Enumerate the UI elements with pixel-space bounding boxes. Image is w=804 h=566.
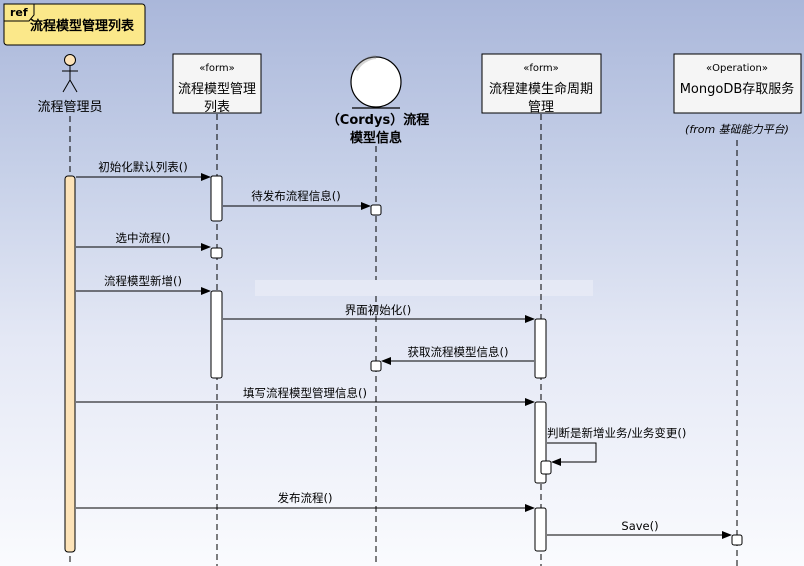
operation-from-note: (from 基础能力平台) <box>685 123 789 136</box>
actor-activation <box>64 175 76 553</box>
operation-lifeline-head: «Operation» MongoDB存取服务 (from 基础能力平台) <box>673 53 802 136</box>
form-list-activation-4 <box>210 290 223 379</box>
ref-frame: ref 流程模型管理列表 <box>3 3 146 46</box>
lifecycle-activation-3 <box>534 507 547 552</box>
message-label-m2: 待发布流程信息() <box>251 189 340 203</box>
operation-stereotype: «Operation» <box>706 63 768 74</box>
actor-icon <box>62 54 78 93</box>
actor-label: 流程管理员 <box>37 100 102 115</box>
message-label-m5: 界面初始化() <box>345 303 411 317</box>
message-label-m8: 判断是新增业务/业务变更() <box>547 426 686 440</box>
operation-label: MongoDB存取服务 <box>680 81 795 97</box>
entity-icon <box>350 55 402 109</box>
form-lifecycle-label-line2: 管理 <box>528 100 554 115</box>
form-list-label-line2: 列表 <box>204 100 230 115</box>
lifecycle-activation-self <box>540 460 552 475</box>
entity-label-line2: 模型信息 <box>350 130 402 146</box>
entity-label-line1: （Cordys）流程 <box>327 112 429 128</box>
form-list-lifeline-head: «form» 流程模型管理 列表 <box>172 53 262 115</box>
form-lifecycle-stereotype: «form» <box>523 63 559 74</box>
ref-frame-title: 流程模型管理列表 <box>30 18 135 34</box>
message-label-m1: 初始化默认列表() <box>98 160 187 174</box>
form-lifecycle-lifeline-head: «form» 流程建模生命周期 管理 <box>481 53 602 115</box>
message-label-m4: 流程模型新增() <box>104 274 182 288</box>
form-list-stereotype: «form» <box>199 63 235 74</box>
form-list-activation-3 <box>210 247 223 259</box>
message-label-m9: 发布流程() <box>278 491 333 505</box>
form-list-activation-2 <box>210 175 223 222</box>
ref-frame-tag: ref <box>10 6 28 19</box>
entity-lifeline-head: （Cordys）流程 模型信息 <box>327 55 429 146</box>
actor-lifeline-head: 流程管理员 <box>37 54 103 115</box>
entity-activation-2 <box>370 360 382 372</box>
form-list-label-line1: 流程模型管理 <box>178 82 256 97</box>
lifecycle-activation-1 <box>534 318 547 379</box>
message-arrow-m8 <box>547 442 597 466</box>
entity-activation-1 <box>370 204 382 216</box>
message-label-m10: Save() <box>621 519 658 533</box>
form-lifecycle-label-line1: 流程建模生命周期 <box>489 81 593 97</box>
message-label-m7: 填写流程模型管理信息() <box>243 386 367 400</box>
operation-activation <box>731 534 743 546</box>
message-label-m3: 选中流程() <box>116 231 171 245</box>
message-label-m6: 获取流程模型信息() <box>408 345 509 359</box>
